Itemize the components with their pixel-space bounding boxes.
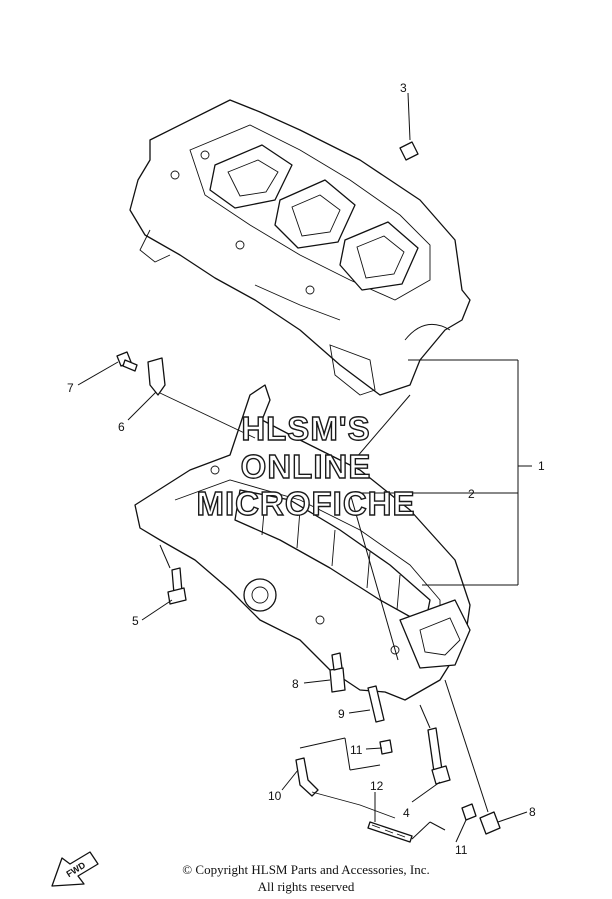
watermark-line-2: ONLINE xyxy=(241,448,372,485)
stud-9-part xyxy=(367,685,385,723)
bracket-part xyxy=(147,357,256,439)
callout-3: 3 xyxy=(400,81,407,95)
callout-9: 9 xyxy=(338,707,345,721)
callout-7: 7 xyxy=(67,381,74,395)
copyright-line-1: © Copyright HLSM Parts and Accessories, … xyxy=(182,862,430,877)
callout-numbers: 1 2 3 4 5 6 7 8 8 9 10 11 11 12 xyxy=(67,81,545,857)
callout-5: 5 xyxy=(132,614,139,628)
nut-11-lower-part xyxy=(461,803,477,821)
lower-crankcase xyxy=(134,384,471,701)
callout-6: 6 xyxy=(118,420,125,434)
copyright-line-2: All rights reserved xyxy=(257,879,355,894)
watermark-line-3: MICROFICHE xyxy=(197,485,416,522)
leader-lines xyxy=(77,359,532,843)
bolt-4-part xyxy=(419,704,451,785)
callout-4: 4 xyxy=(403,806,410,820)
collar-8-upper-part xyxy=(329,652,346,693)
callout-11-upper: 11 xyxy=(350,743,363,757)
callout-2: 2 xyxy=(468,487,475,501)
callout-8-lower: 8 xyxy=(529,805,536,819)
watermark: HLSM'S ONLINE MICROFICHE xyxy=(196,409,416,522)
collar-8-lower-part xyxy=(444,679,501,835)
watermark-line-1: HLSM'S xyxy=(241,410,370,447)
stud-12-part xyxy=(367,821,446,843)
callout-8-upper: 8 xyxy=(292,677,299,691)
callout-10: 10 xyxy=(268,789,282,803)
callout-12: 12 xyxy=(370,779,384,793)
callout-11-lower: 11 xyxy=(455,843,468,857)
bolt-7-part xyxy=(116,351,138,372)
nut-11-upper-part xyxy=(379,739,393,755)
fwd-arrow-icon: FWD xyxy=(51,851,99,887)
bolt-5-part xyxy=(159,544,187,605)
upper-crankcase xyxy=(129,99,471,396)
dowel-pin-part xyxy=(399,92,419,161)
callout-1: 1 xyxy=(538,459,545,473)
hose-10-part xyxy=(295,737,396,819)
